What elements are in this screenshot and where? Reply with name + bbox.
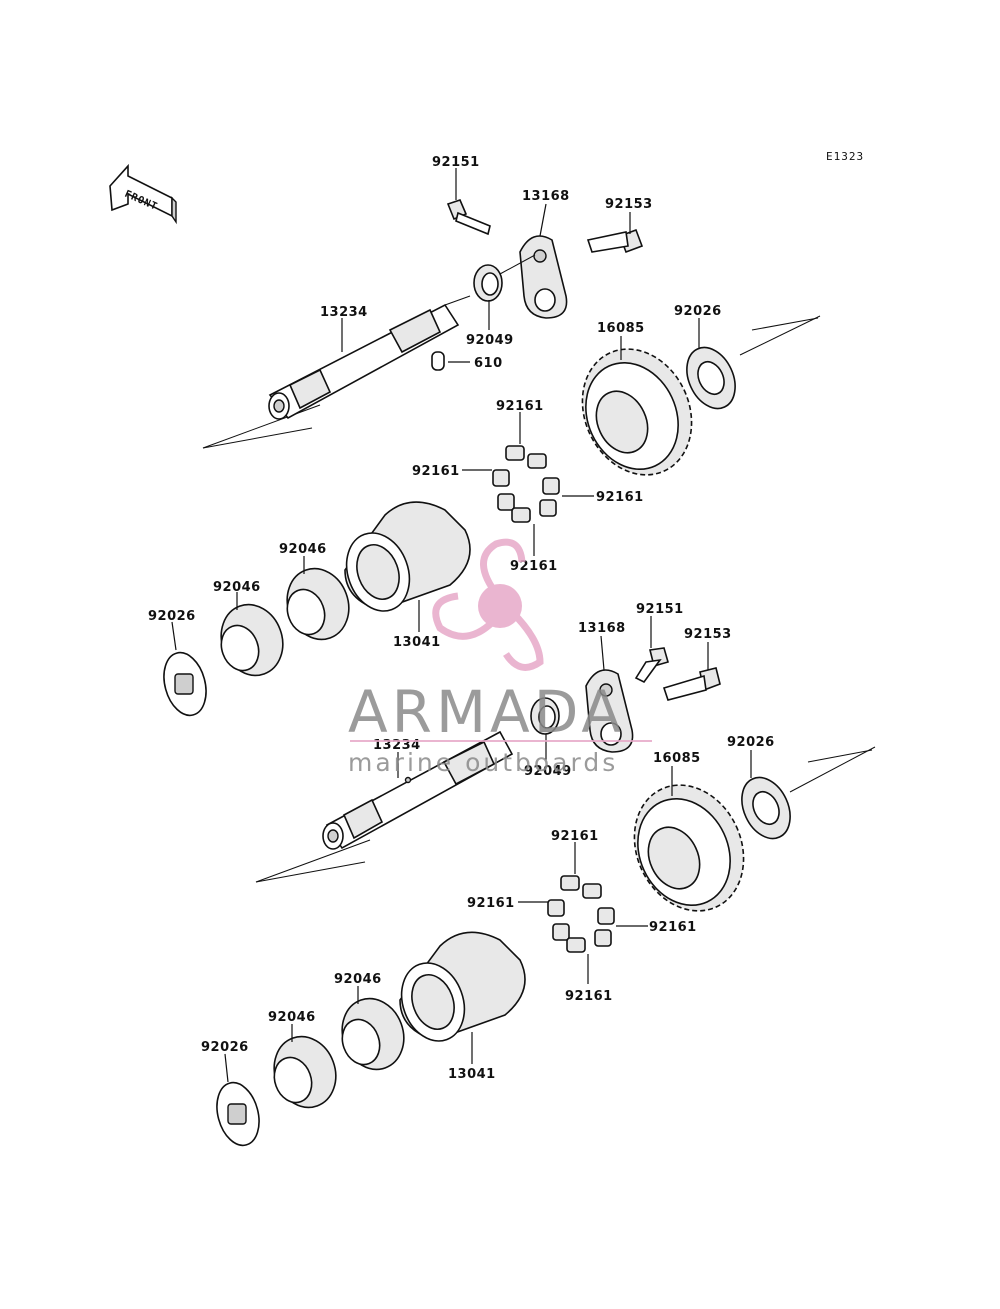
propeller-logo-icon (432, 538, 544, 671)
part-label: 92161 (496, 399, 544, 414)
arm (585, 669, 634, 753)
oil-seal (530, 697, 560, 735)
part-label: 92161 (467, 896, 515, 911)
part-label: 92026 (201, 1040, 249, 1055)
gear (581, 348, 693, 476)
part-label: 92161 (510, 559, 558, 574)
part-label: 92049 (524, 764, 572, 779)
part-label: 92046 (213, 580, 261, 595)
oil-seal (473, 264, 503, 302)
part-label: 13168 (522, 189, 570, 204)
part-label: 610 (474, 356, 503, 371)
part-label: 13041 (448, 1067, 496, 1082)
hub (399, 931, 526, 1042)
part-label: 92046 (279, 542, 327, 557)
damper-rubbers (492, 445, 560, 523)
part-label: 16085 (597, 321, 645, 336)
part-label: 92046 (334, 972, 382, 987)
part-label: 16085 (653, 751, 701, 766)
part-label: 92153 (684, 627, 732, 642)
part-label: 13234 (320, 305, 368, 320)
part-label: 92046 (268, 1010, 316, 1025)
watermark-tagline: marine outboards (348, 748, 618, 777)
part-label: 92161 (412, 464, 460, 479)
part-label: 92161 (649, 920, 697, 935)
washer (741, 776, 791, 840)
shaft (322, 730, 514, 850)
gear (633, 784, 745, 912)
bolt (662, 667, 721, 701)
washer (216, 1081, 260, 1147)
needle-bearing (273, 1035, 337, 1109)
part-label: 13168 (578, 621, 626, 636)
pin (431, 351, 445, 371)
needle-bearing (341, 997, 405, 1071)
part-label: 92153 (605, 197, 653, 212)
upper-assembly: 92151 13168 92153 13234 92049 610 16085 … (148, 155, 821, 717)
part-label: 92151 (432, 155, 480, 170)
part-label: 92026 (674, 304, 722, 319)
watermark-brand: ARMADA (348, 678, 625, 746)
bolt (586, 228, 644, 254)
part-label: 13041 (393, 635, 441, 650)
front-arrow-icon: FRONT (109, 163, 177, 225)
damper-rubbers (547, 875, 615, 953)
arm (499, 235, 568, 319)
part-label: 92049 (466, 333, 514, 348)
part-label: 92026 (727, 735, 775, 750)
part-label: 92161 (565, 989, 613, 1004)
propeller-hub-icon (478, 584, 522, 628)
watermark: ARMADA marine outboards (348, 538, 652, 777)
bolt (634, 647, 669, 684)
needle-bearing (220, 603, 284, 677)
shaft (268, 295, 471, 420)
needle-bearing (286, 567, 350, 641)
part-label: 92161 (551, 829, 599, 844)
washer (686, 346, 736, 410)
washer (163, 651, 207, 717)
bolt (446, 199, 491, 236)
part-label: 92151 (636, 602, 684, 617)
hub (344, 501, 471, 612)
part-label: 92161 (596, 490, 644, 505)
diagram-code: E1323 (826, 150, 864, 163)
part-label: 92026 (148, 609, 196, 624)
